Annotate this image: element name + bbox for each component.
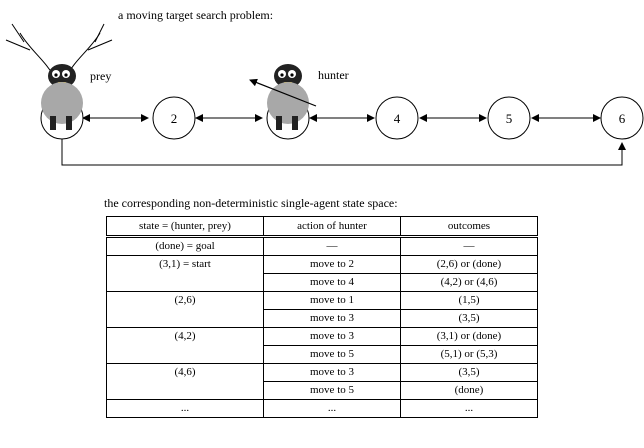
node-label-4: 4 bbox=[394, 111, 401, 126]
prey-creature-icon bbox=[41, 64, 83, 130]
cell-outcome: (1,5) bbox=[400, 291, 538, 310]
prey-label: prey bbox=[90, 69, 111, 83]
header-outcomes: outcomes bbox=[400, 216, 538, 238]
cell-outcome: (4,2) or (4,6) bbox=[400, 273, 538, 292]
table-row: (3,1) = start move to 2 (2,6) or (done) bbox=[106, 255, 538, 274]
table-row: (4,2) move to 3 (3,1) or (done) bbox=[106, 327, 538, 346]
table-header-row: state = (hunter, prey) action of hunter … bbox=[106, 216, 538, 238]
node-4: 4 bbox=[375, 96, 419, 140]
cell-state bbox=[106, 309, 264, 328]
cell-state: ... bbox=[106, 399, 264, 418]
cell-outcome: — bbox=[400, 236, 538, 256]
cell-action: move to 5 bbox=[263, 345, 401, 364]
cell-state: (4,6) bbox=[106, 363, 264, 382]
hunter-spear bbox=[249, 78, 317, 107]
header-state: state = (hunter, prey) bbox=[106, 216, 264, 238]
table-row: move to 4 (4,2) or (4,6) bbox=[106, 273, 538, 292]
hunter-label: hunter bbox=[318, 68, 349, 82]
cell-outcome: (2,6) or (done) bbox=[400, 255, 538, 274]
table-row: ... ... ... bbox=[106, 399, 538, 418]
node-label-5: 5 bbox=[506, 111, 513, 126]
cell-action: move to 2 bbox=[263, 255, 401, 274]
cell-state bbox=[106, 345, 264, 364]
table-row: (4,6) move to 3 (3,5) bbox=[106, 363, 538, 382]
cell-state: (4,2) bbox=[106, 327, 264, 346]
graph-edges bbox=[61, 114, 626, 166]
node-label-2: 2 bbox=[171, 111, 178, 126]
cell-action: move to 3 bbox=[263, 309, 401, 328]
cell-outcome: (done) bbox=[400, 381, 538, 400]
cell-action: move to 1 bbox=[263, 291, 401, 310]
hunter-creature-icon bbox=[267, 64, 309, 130]
cell-state bbox=[106, 381, 264, 400]
table-row: move to 5 (done) bbox=[106, 381, 538, 400]
cell-state: (done) = goal bbox=[106, 236, 264, 256]
header-action: action of hunter bbox=[263, 216, 401, 238]
cell-action: move to 3 bbox=[263, 363, 401, 382]
cell-action: ... bbox=[263, 399, 401, 418]
cell-outcome: (3,5) bbox=[400, 309, 538, 328]
moving-target-diagram: 1 2 3 4 5 6 prey bbox=[5, 23, 644, 166]
cell-outcome: ... bbox=[400, 399, 538, 418]
cell-action: move to 4 bbox=[263, 273, 401, 292]
cell-state: (3,1) = start bbox=[106, 255, 264, 274]
table-row: move to 3 (3,5) bbox=[106, 309, 538, 328]
state-space-table: state = (hunter, prey) action of hunter … bbox=[106, 216, 538, 418]
cell-outcome: (3,1) or (done) bbox=[400, 327, 538, 346]
node-2: 2 bbox=[152, 96, 196, 140]
cell-action: move to 5 bbox=[263, 381, 401, 400]
cell-outcome: (5,1) or (5,3) bbox=[400, 345, 538, 364]
cell-action: move to 3 bbox=[263, 327, 401, 346]
table-caption: the corresponding non-deterministic sing… bbox=[104, 196, 398, 210]
table-row: (2,6) move to 1 (1,5) bbox=[106, 291, 538, 310]
cell-state bbox=[106, 273, 264, 292]
node-label-6: 6 bbox=[619, 111, 626, 126]
cell-state: (2,6) bbox=[106, 291, 264, 310]
node-5: 5 bbox=[487, 96, 531, 140]
table-row: move to 5 (5,1) or (5,3) bbox=[106, 345, 538, 364]
table-row: (done) = goal — — bbox=[106, 236, 538, 256]
cell-outcome: (3,5) bbox=[400, 363, 538, 382]
top-caption: a moving target search problem: bbox=[118, 8, 274, 22]
node-6: 6 bbox=[600, 96, 644, 140]
edge-1-6 bbox=[61, 139, 626, 166]
cell-action: — bbox=[263, 236, 401, 256]
